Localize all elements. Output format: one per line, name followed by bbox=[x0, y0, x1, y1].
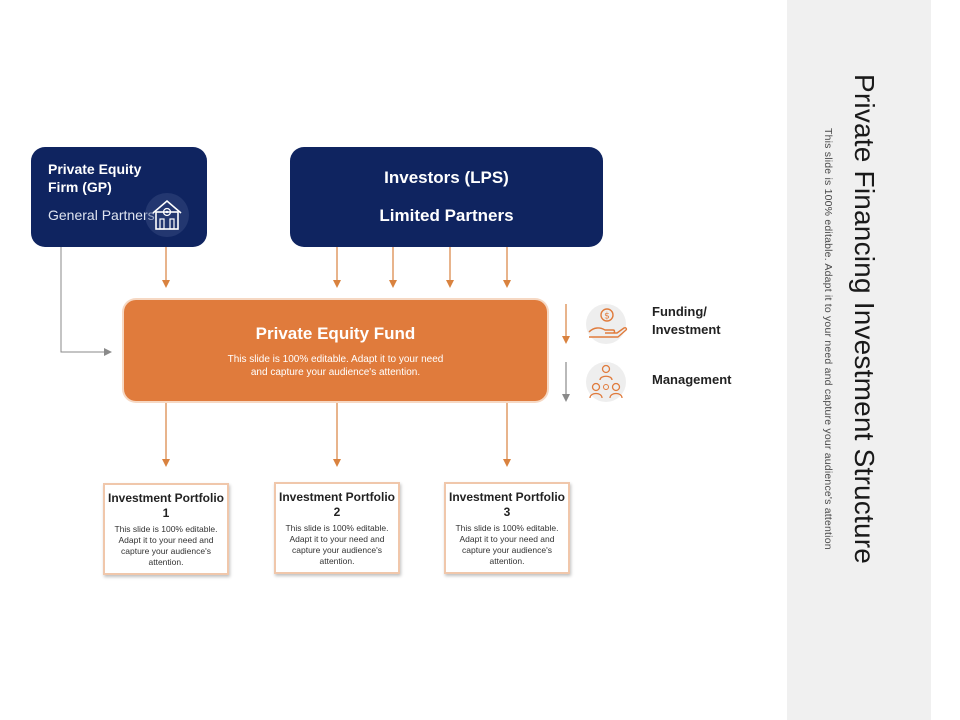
lp-box: Investors (LPS) Limited Partners bbox=[290, 147, 603, 247]
team-icon bbox=[586, 362, 626, 402]
fund-description: This slide is 100% editable. Adapt it to… bbox=[227, 354, 444, 378]
gp-title: Private Equity Firm (GP) bbox=[48, 161, 142, 195]
gp-subtitle: General Partners bbox=[48, 207, 155, 223]
portfolio-title: Investment Portfolio 3 bbox=[448, 490, 565, 519]
portfolio-card-3: Investment Portfolio 3 This slide is 100… bbox=[444, 482, 570, 574]
gp-box: Private Equity Firm (GP) General Partner… bbox=[31, 147, 207, 247]
gp-management-arrow bbox=[60, 247, 112, 356]
fund-box: Private Equity Fund This slide is 100% e… bbox=[124, 300, 547, 401]
legend-management-label: Management bbox=[652, 372, 732, 387]
lp-subtitle: Limited Partners bbox=[379, 206, 514, 225]
portfolio-title: Investment Portfolio 2 bbox=[278, 490, 395, 519]
portfolio-description: This slide is 100% editable. Adapt it to… bbox=[455, 523, 559, 566]
side-panel bbox=[787, 0, 931, 720]
portfolio-card-1: Investment Portfolio 1 This slide is 100… bbox=[103, 483, 229, 575]
portfolio-card-2: Investment Portfolio 2 This slide is 100… bbox=[274, 482, 400, 574]
lp-title: Investors (LPS) bbox=[384, 168, 509, 187]
fund-title: Private Equity Fund bbox=[255, 324, 416, 343]
portfolio-title: Investment Portfolio 1 bbox=[107, 491, 224, 520]
slide-title: Private Financing Investment Structure bbox=[849, 74, 880, 565]
hand-money-icon: $ bbox=[586, 304, 628, 344]
svg-text:$: $ bbox=[604, 312, 610, 322]
legend-funding-label: Funding/ Investment bbox=[652, 304, 721, 337]
portfolio-description: This slide is 100% editable. Adapt it to… bbox=[285, 523, 389, 566]
house-gear-icon bbox=[145, 193, 189, 237]
portfolio-description: This slide is 100% editable. Adapt it to… bbox=[114, 524, 218, 567]
slide-subtitle: This slide is 100% editable. Adapt it to… bbox=[822, 128, 834, 550]
